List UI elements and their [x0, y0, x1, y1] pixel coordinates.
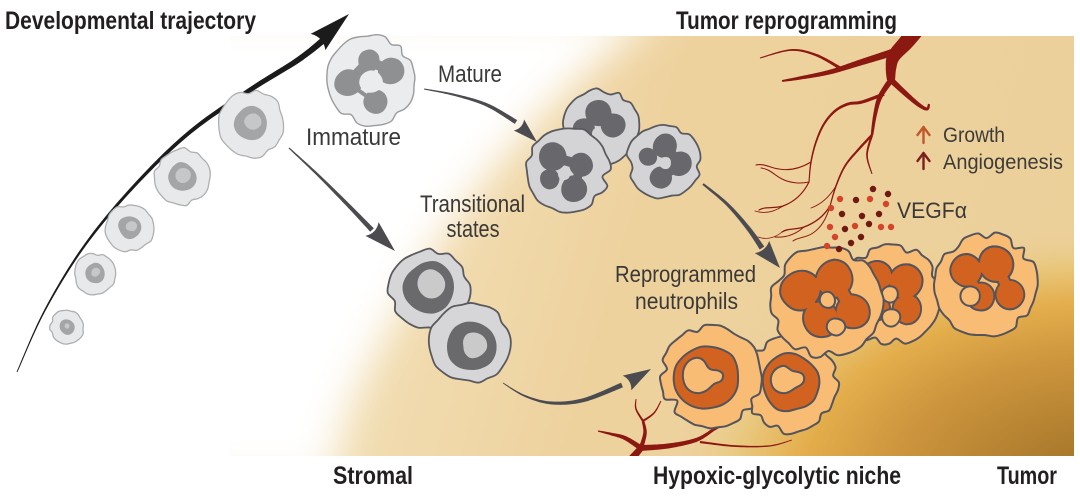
svg-text:Growth: Growth	[943, 124, 1005, 147]
svg-text:Tumor: Tumor	[997, 462, 1057, 490]
svg-text:neutrophils: neutrophils	[635, 288, 738, 314]
svg-text:states: states	[447, 216, 500, 243]
svg-text:Stromal: Stromal	[333, 462, 413, 490]
svg-text:Mature: Mature	[438, 61, 502, 88]
svg-text:Tumor reprogramming: Tumor reprogramming	[676, 7, 897, 35]
svg-text:VEGFα: VEGFα	[897, 198, 967, 223]
svg-text:Transitional: Transitional	[420, 191, 525, 218]
svg-text:Reprogrammed: Reprogrammed	[615, 261, 756, 287]
svg-text:Developmental trajectory: Developmental trajectory	[5, 7, 256, 35]
svg-text:Angiogenesis: Angiogenesis	[943, 151, 1063, 174]
svg-text:Immature: Immature	[306, 124, 401, 151]
svg-text:Hypoxic-glycolytic niche: Hypoxic-glycolytic niche	[653, 462, 901, 490]
